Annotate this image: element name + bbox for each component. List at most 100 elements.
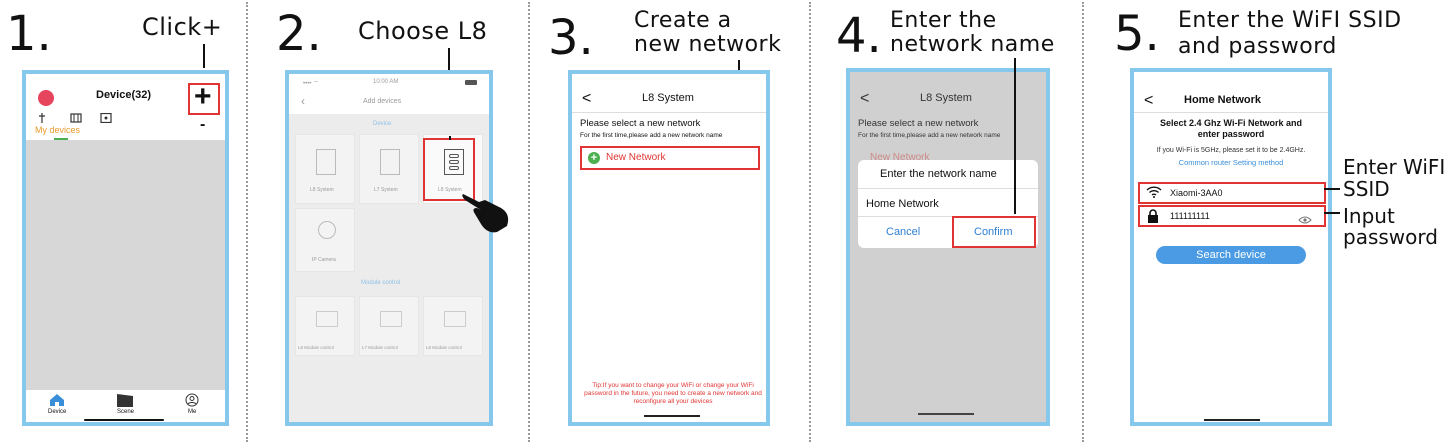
callout-line xyxy=(1324,212,1340,214)
heading: Please select a new network xyxy=(580,118,701,129)
status-time: 10:00 AM xyxy=(373,79,399,85)
nav-label: Scene xyxy=(117,409,135,415)
section-device: Device xyxy=(373,121,392,127)
wifi-icon xyxy=(1146,185,1162,199)
heading-line2: enter password xyxy=(1197,129,1265,139)
page-title: Home Network xyxy=(1184,94,1262,106)
subtext: For the first time,please add a new netw… xyxy=(858,132,1001,139)
callout-password-line2: password xyxy=(1343,225,1438,249)
subtext: For the first time,please add a new netw… xyxy=(580,132,723,139)
callout-line xyxy=(1014,58,1016,214)
phone-screen-5: < Home Network Select 2.4 Ghz Wi-Fi Netw… xyxy=(1130,68,1332,426)
device-tile-l8[interactable]: L8 System xyxy=(295,134,355,204)
home-indicator xyxy=(1204,419,1260,421)
nav-me[interactable]: Me xyxy=(184,393,202,417)
avatar[interactable] xyxy=(38,90,54,106)
step-divider xyxy=(246,2,248,442)
tab-indicator xyxy=(54,138,68,140)
step-title: Choose L8 xyxy=(358,17,488,45)
back-button[interactable]: < xyxy=(582,90,592,107)
nav-scene[interactable]: Scene xyxy=(116,393,136,417)
step-number: 5. xyxy=(1114,6,1160,62)
search-device-button[interactable]: Search device xyxy=(1156,246,1306,264)
cancel-button[interactable]: Cancel xyxy=(886,226,921,238)
step-title-line1: Enter the xyxy=(890,8,997,33)
tab-my-devices[interactable]: My devices xyxy=(35,125,81,135)
step-title: Click+ xyxy=(142,13,223,41)
home-icon xyxy=(50,394,64,406)
callout-ssid-line2: SSID xyxy=(1343,177,1390,201)
confirm-button[interactable]: Confirm xyxy=(974,226,1013,238)
password-input[interactable]: 111111111 xyxy=(1170,211,1210,221)
step-number: 4. xyxy=(836,8,882,64)
callout-password-line1: Input xyxy=(1343,204,1395,228)
back-button[interactable]: < xyxy=(1144,92,1154,109)
step-number: 1. xyxy=(6,6,52,62)
device-label: IP Camera xyxy=(312,257,336,263)
module-tile[interactable]: L8 Module control xyxy=(423,296,483,356)
nav-device[interactable]: Device xyxy=(48,393,66,417)
step-title-line2: new network xyxy=(634,32,782,57)
new-network-button[interactable]: + New Network xyxy=(588,151,766,165)
step-divider xyxy=(1082,2,1084,442)
heading-line1: Select 2.4 Ghz Wi-Fi Network and xyxy=(1160,118,1302,128)
phone-screen-2: •••• ⌔ 10:00 AM ‹ Add devices Device L8 … xyxy=(285,70,493,426)
highlight-box xyxy=(580,146,760,170)
network-name-dialog: Enter the network name Home Network Canc… xyxy=(858,160,1038,248)
highlight-box xyxy=(188,83,220,115)
page-title: L8 System xyxy=(920,92,972,104)
ssid-input[interactable]: Xiaomi-3AA0 xyxy=(1170,188,1223,198)
step-divider xyxy=(528,2,530,442)
device-label: L8 System xyxy=(438,187,462,193)
new-network-label: New Network xyxy=(606,152,666,163)
camera-icon xyxy=(318,221,336,239)
add-icon: + xyxy=(588,152,600,164)
phone-screen-4: < L8 System Please select a new network … xyxy=(846,68,1050,426)
module-tile[interactable]: L7 Module control xyxy=(359,296,419,356)
nav-label: Device xyxy=(48,409,67,415)
panel-icon xyxy=(444,149,464,175)
highlight-box xyxy=(952,216,1036,248)
back-button[interactable]: ‹ xyxy=(301,94,305,108)
battery-icon xyxy=(465,80,477,85)
page-title: Add devices xyxy=(363,98,402,105)
plug-icon[interactable] xyxy=(36,110,48,123)
add-device-button[interactable]: + xyxy=(194,80,212,113)
step-number: 2. xyxy=(276,6,322,62)
step-title-line1: Enter the WiFI SSID xyxy=(1178,8,1402,33)
home-indicator xyxy=(644,415,700,417)
highlight-box xyxy=(1138,205,1326,227)
new-network-label: New Network xyxy=(870,152,930,163)
step-title-line2: network name xyxy=(890,32,1055,57)
pointing-hand-icon xyxy=(461,188,513,234)
tip-text: Tip:If you want to change your WiFi or c… xyxy=(584,382,762,405)
module-label: L8 Module control xyxy=(426,345,462,350)
device-label: L7 System xyxy=(374,187,398,193)
person-icon xyxy=(185,393,199,407)
curtain-icon[interactable] xyxy=(70,110,82,123)
callout-ssid-line1: Enter WiFI xyxy=(1343,155,1446,179)
bottom-nav: Device Scene Me xyxy=(26,390,225,422)
remove-device-button[interactable]: - xyxy=(200,116,206,133)
back-button[interactable]: < xyxy=(860,90,870,107)
panel-icon xyxy=(316,149,336,175)
home-indicator xyxy=(84,419,164,421)
socket-icon[interactable] xyxy=(100,110,112,124)
step-title-line2: and password xyxy=(1178,34,1337,59)
router-settings-link[interactable]: Common router Setting method xyxy=(1178,158,1284,167)
lock-icon xyxy=(1147,209,1159,223)
device-label: L8 System xyxy=(310,187,334,193)
callout-line xyxy=(203,44,205,68)
module-label: L8 Module control xyxy=(298,345,334,350)
module-tile[interactable]: L8 Module control xyxy=(295,296,355,356)
eye-icon[interactable] xyxy=(1298,212,1312,224)
phone-screen-1: Device(32) + - My devices Device Scene M… xyxy=(22,70,229,426)
device-tile-l7[interactable]: L7 System xyxy=(359,134,419,204)
page-title: L8 System xyxy=(642,92,694,104)
callout-line xyxy=(449,136,451,140)
device-tile-camera[interactable]: IP Camera xyxy=(295,208,355,272)
step-divider xyxy=(809,2,811,442)
network-name-input[interactable]: Home Network xyxy=(866,198,939,210)
clapperboard-icon xyxy=(117,394,133,407)
home-indicator xyxy=(918,413,974,415)
